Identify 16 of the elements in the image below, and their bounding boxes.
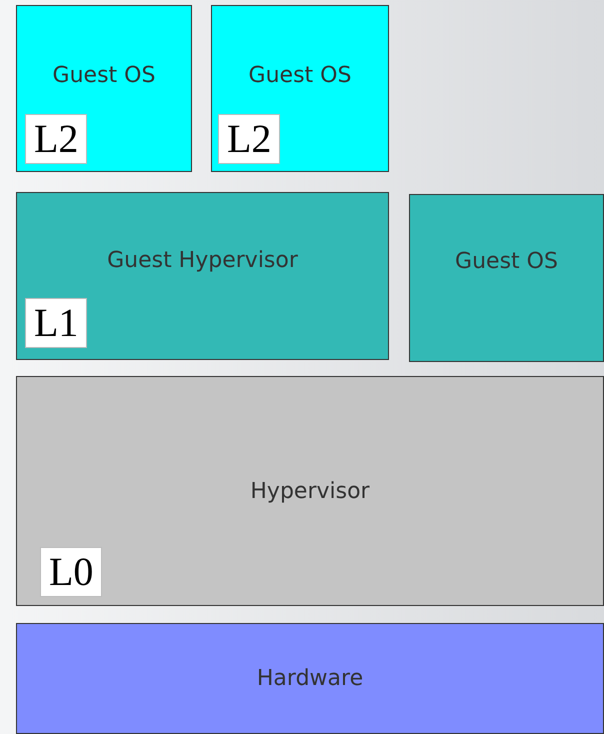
level-tag: L0	[40, 547, 102, 597]
layer-box	[211, 5, 389, 172]
layer-label: Guest Hypervisor	[107, 247, 298, 275]
layer-label: Guest OS	[248, 62, 352, 90]
layer-label: Guest OS	[52, 62, 156, 90]
layer-box	[16, 376, 604, 606]
layer-label: Hardware	[256, 665, 364, 693]
layer-label: Guest OS	[455, 248, 558, 276]
level-tag: L1	[25, 298, 88, 348]
layer-box	[409, 194, 604, 362]
layer-label: Hypervisor	[250, 478, 370, 506]
layer-box	[16, 5, 192, 172]
level-tag: L2	[25, 114, 88, 164]
layer-box	[16, 192, 389, 360]
level-tag: L2	[218, 114, 280, 164]
layer-box	[16, 623, 604, 734]
